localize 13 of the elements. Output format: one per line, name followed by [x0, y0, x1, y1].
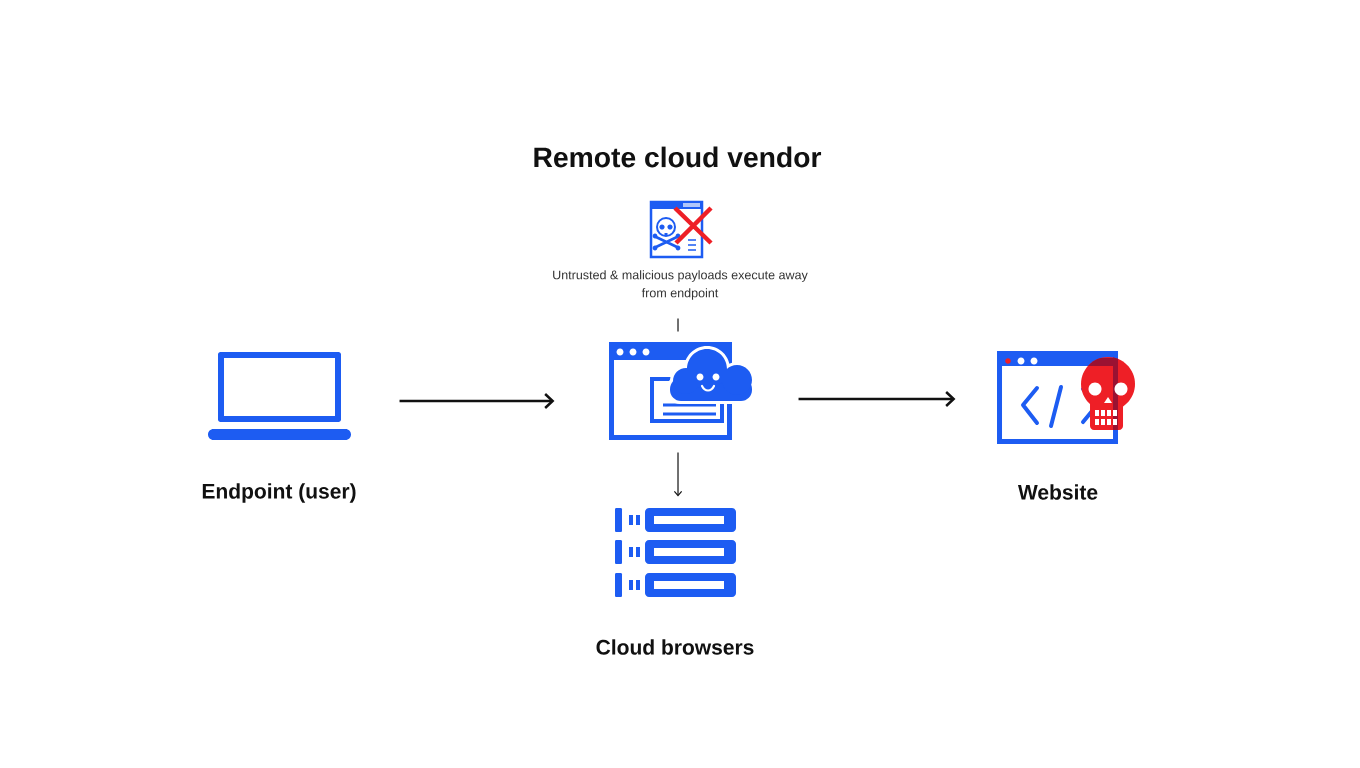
- title: Remote cloud vendor: [534, 146, 822, 168]
- cloud-browser-icon: [609, 342, 755, 440]
- arrow: [399, 393, 555, 409]
- laptop-icon: [208, 352, 351, 440]
- arrow: [673, 451, 683, 497]
- arrow: [798, 391, 956, 407]
- code-window-skull-icon: [997, 351, 1135, 444]
- connector-line: [677, 317, 679, 333]
- icon-label: Cloud browsers: [596, 639, 754, 655]
- icon-label: Endpoint (user): [202, 483, 356, 503]
- server-stack-icon: [615, 508, 736, 597]
- description-text: Untrusted & malicious payloads execute away from endpoint: [553, 270, 808, 300]
- icon-label: Website: [1017, 484, 1098, 500]
